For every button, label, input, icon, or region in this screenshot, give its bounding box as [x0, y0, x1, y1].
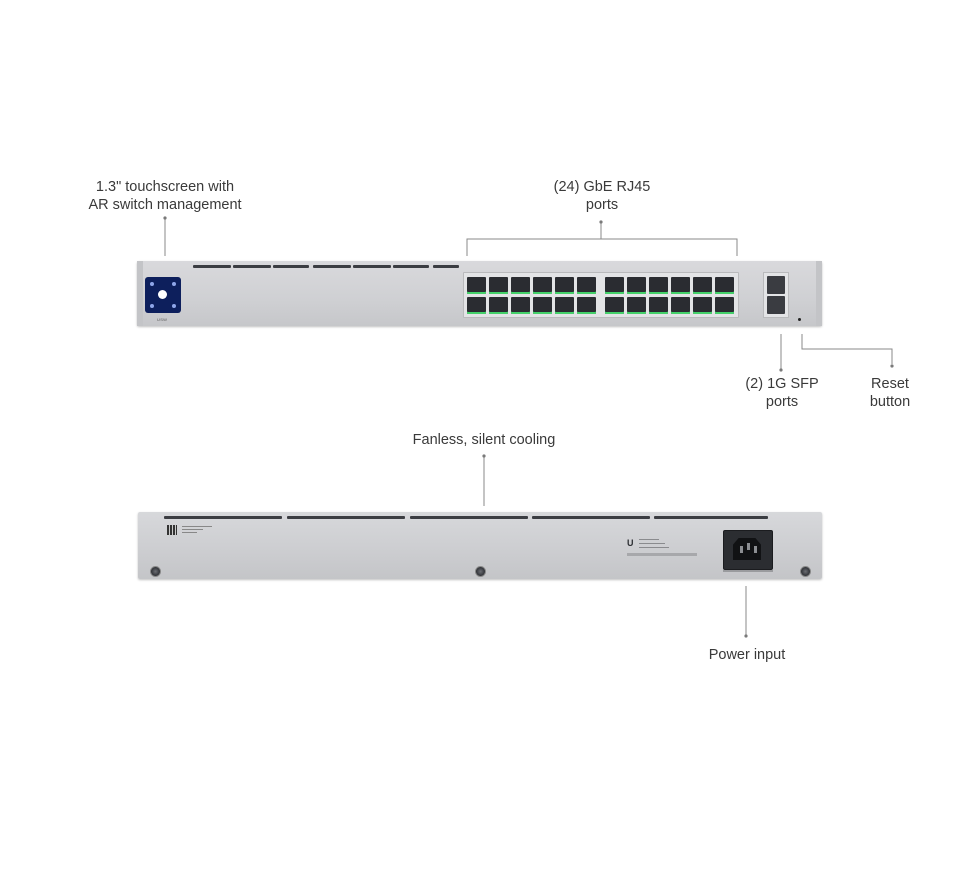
rj45-port-icon — [605, 297, 624, 314]
callout-rj45: (24) GbE RJ45 ports — [542, 178, 662, 214]
brand-logo: U — [627, 538, 634, 548]
rj45-port-icon — [533, 277, 552, 294]
rj45-port-block — [463, 272, 739, 318]
sfp-port-block — [763, 272, 789, 318]
rj45-port-icon — [533, 297, 552, 314]
leader-dot-sfp — [779, 368, 783, 372]
screen-icon-dot — [172, 304, 176, 308]
rj45-port-icon — [671, 277, 690, 294]
qr-code-icon — [167, 525, 177, 535]
rj45-port-icon — [511, 297, 530, 314]
screen-center-dot — [158, 290, 167, 299]
rj45-port-icon — [693, 277, 712, 294]
screen-icon-dot — [150, 304, 154, 308]
sfp-port-icon — [767, 296, 785, 314]
rj45-port-icon — [555, 297, 574, 314]
callout-cooling: Fanless, silent cooling — [412, 432, 556, 448]
callout-reset-line1: Reset — [871, 376, 909, 392]
callout-touchscreen-line2: AR switch management — [88, 197, 242, 213]
power-pin — [740, 546, 743, 553]
serial-sticker — [182, 524, 212, 536]
power-rating-text — [723, 570, 773, 572]
vent-slot — [410, 516, 528, 519]
rj45-port-icon — [467, 297, 486, 314]
leader-rj45-bracket — [466, 238, 738, 256]
rj45-port-icon — [467, 277, 486, 294]
vent-slot — [273, 265, 309, 268]
callout-rj45-line2: ports — [585, 197, 619, 213]
screen-icon-dot — [172, 282, 176, 286]
rj45-port-icon — [715, 277, 734, 294]
reset-hole-icon — [798, 318, 801, 321]
rj45-port-icon — [649, 297, 668, 314]
rj45-port-icon — [511, 277, 530, 294]
rj45-port-icon — [649, 277, 668, 294]
vent-slot — [313, 265, 351, 268]
rj45-port-icon — [489, 297, 508, 314]
leader-dot-reset — [890, 364, 894, 368]
power-pin — [747, 543, 750, 550]
regulatory-label: U — [627, 536, 699, 562]
rj45-port-icon — [693, 297, 712, 314]
rj45-port-icon — [577, 297, 596, 314]
power-pin — [754, 546, 757, 553]
switch-back-panel: U — [138, 512, 822, 579]
screen-icon-dot — [150, 282, 154, 286]
screw-icon — [475, 566, 486, 577]
rj45-port-icon — [627, 277, 646, 294]
rj45-port-icon — [715, 297, 734, 314]
callout-sfp-line1: (2) 1G SFP — [745, 376, 819, 392]
screw-icon — [800, 566, 811, 577]
callout-sfp: (2) 1G SFP ports — [737, 375, 827, 411]
leader-dot-touchscreen — [163, 216, 167, 220]
vent-slot — [164, 516, 282, 519]
rj45-port-icon — [577, 277, 596, 294]
vent-slot — [433, 265, 459, 268]
leader-dot-rj45 — [599, 220, 603, 224]
callout-rj45-line1: (24) GbE RJ45 — [553, 179, 651, 195]
front-logo: USW — [157, 317, 168, 322]
rj45-port-icon — [671, 297, 690, 314]
leader-dot-cooling — [482, 454, 486, 458]
vent-slot — [532, 516, 650, 519]
leader-dot-power — [744, 634, 748, 638]
callout-touchscreen-line1: 1.3" touchscreen with — [95, 179, 235, 195]
rack-ear-left — [137, 261, 143, 326]
switch-front-panel: USW — [137, 261, 822, 326]
rj45-port-icon — [605, 277, 624, 294]
rack-ear-right — [816, 261, 822, 326]
rj45-port-icon — [489, 277, 508, 294]
callout-sfp-line2: ports — [765, 394, 799, 410]
callout-reset: Reset button — [860, 375, 920, 411]
vent-slot — [193, 265, 231, 268]
vent-slot — [233, 265, 271, 268]
vent-slot — [353, 265, 391, 268]
vent-slot — [654, 516, 768, 519]
vent-slot — [287, 516, 405, 519]
callout-reset-line2: button — [869, 394, 911, 410]
screw-icon — [150, 566, 161, 577]
rj45-port-icon — [555, 277, 574, 294]
callout-power: Power input — [708, 647, 786, 663]
callout-touchscreen: 1.3" touchscreen with AR switch manageme… — [88, 178, 242, 214]
touchscreen-icon — [145, 277, 181, 313]
leader-reset — [801, 334, 893, 364]
sfp-port-icon — [767, 276, 785, 294]
vent-slot — [393, 265, 429, 268]
rj45-port-icon — [627, 297, 646, 314]
power-socket-icon — [723, 530, 773, 570]
